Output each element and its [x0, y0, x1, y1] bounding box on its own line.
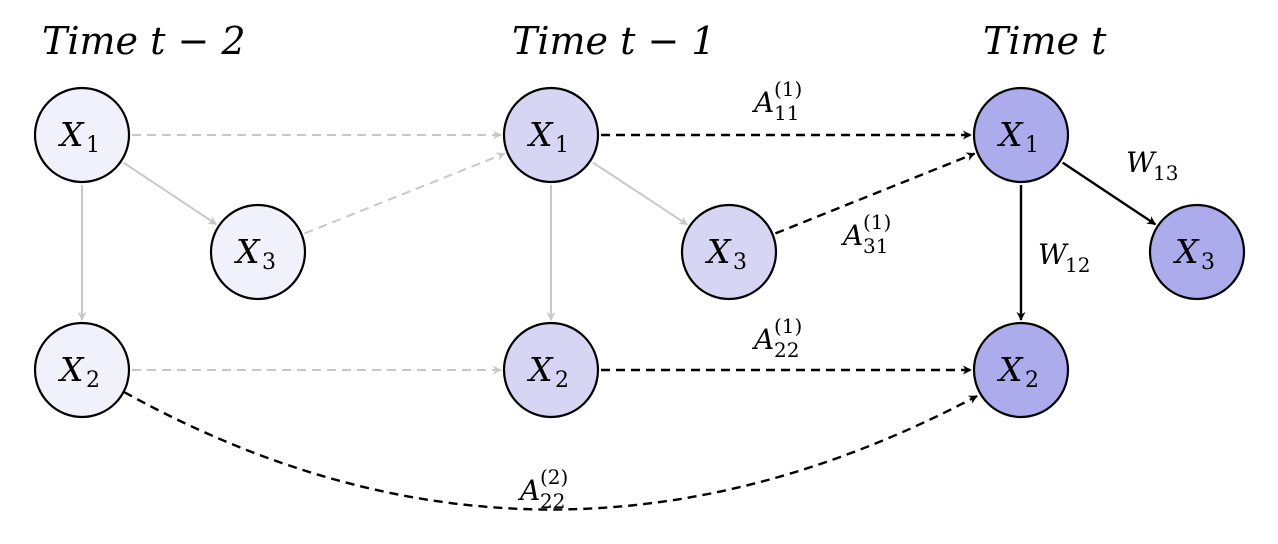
edge-label-base: A [840, 219, 863, 252]
edge-x2_t2-to-x2_t [123, 390, 978, 511]
node-circle [972, 86, 1070, 184]
edge-label-superscript: (1) [774, 77, 802, 101]
edge-label-base: A [517, 474, 540, 507]
node-subscript: 1 [555, 133, 569, 158]
node-label: X [526, 115, 554, 154]
node-label: X [57, 350, 85, 389]
edge-label-w12: W12 [1038, 238, 1090, 277]
node-label: X [1172, 232, 1200, 271]
edge-label-base: A [751, 323, 774, 356]
node-circle [33, 86, 131, 184]
node-circle [972, 321, 1070, 419]
node-circle [33, 321, 131, 419]
edge-label-superscript: (1) [774, 314, 802, 338]
node-label: X [233, 232, 261, 271]
edge-label-w13: W13 [1126, 146, 1178, 185]
node-subscript: 3 [733, 250, 747, 275]
node-subscript: 2 [1025, 368, 1039, 393]
time-label-t: Time t [983, 19, 1107, 63]
edge-label-subscript: 22 [774, 338, 799, 362]
edge-label-subscript: 11 [774, 101, 799, 125]
node-subscript: 2 [86, 368, 100, 393]
edge-label-base: W [1038, 238, 1069, 271]
edge-label-superscript: (1) [863, 210, 891, 234]
edge-x3_t2-to-x1_t1 [304, 152, 506, 235]
node-label: X [704, 232, 732, 271]
edge-label-superscript: (2) [540, 465, 568, 489]
time-label-t-minus-2: Time t − 2 [42, 19, 246, 63]
node-label: X [996, 115, 1024, 154]
edge-x1_t1-to-x3_t1 [592, 161, 688, 226]
node-subscript: 3 [262, 250, 276, 275]
node-label: X [996, 350, 1024, 389]
node-subscript: 1 [86, 133, 100, 158]
edge-label-subscript: 22 [540, 489, 565, 513]
node-circle [502, 321, 600, 419]
edges-layer [77, 130, 1157, 511]
node-circle [680, 203, 778, 301]
node-circle [209, 203, 307, 301]
edge-x1_t2-to-x3_t2 [123, 161, 218, 226]
edge-x3_t1-to-x1_t [774, 152, 976, 235]
node-subscript: 2 [555, 368, 569, 393]
edge-label-base: A [751, 86, 774, 119]
node-label: X [526, 350, 554, 389]
node-subscript: 1 [1025, 133, 1039, 158]
node-subscript: 3 [1201, 250, 1215, 275]
edge-label-subscript: 12 [1065, 253, 1090, 277]
node-circle [1148, 203, 1246, 301]
node-label: X [57, 115, 85, 154]
edge-label-subscript: 13 [1153, 161, 1178, 185]
edge-label-subscript: 31 [863, 234, 888, 258]
node-circle [502, 86, 600, 184]
edge-label-base: W [1126, 146, 1157, 179]
time-label-t-minus-1: Time t − 1 [512, 19, 716, 63]
edge-x1_t-to-x3_t [1061, 161, 1157, 226]
